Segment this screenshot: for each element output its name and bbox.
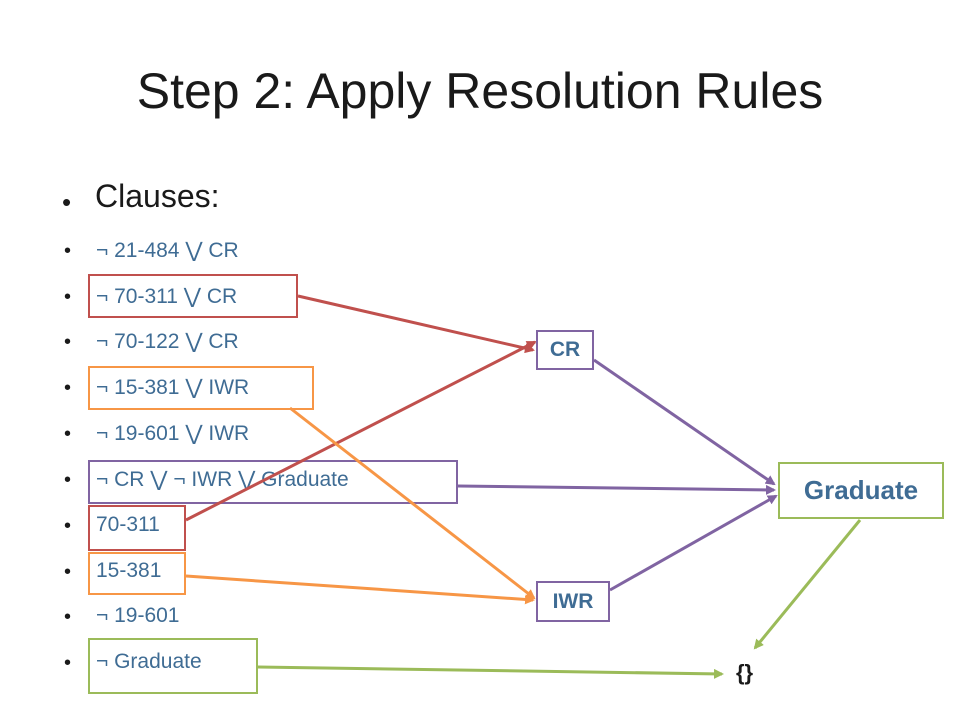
arrow-purple-clause-to-graduate xyxy=(457,484,776,495)
clause-1: ¬ 21-484 ⋁ CR xyxy=(96,239,239,262)
clause-9: ¬ 19-601 xyxy=(96,604,180,627)
arrow-green-graduate-to-empty xyxy=(753,519,862,650)
arrow-orange-fact-to-iwr xyxy=(185,574,535,605)
clause-7: 70-311 xyxy=(96,513,160,536)
clause-2: ¬ 70-311 ⋁ CR xyxy=(96,285,238,308)
graduate-node: Graduate xyxy=(778,462,944,519)
bullet-dot: • xyxy=(64,515,72,537)
page-title: Step 2: Apply Resolution Rules xyxy=(136,63,824,119)
bullet-dot: • xyxy=(64,469,72,491)
cr-node: CR xyxy=(536,330,594,370)
empty-clause-node: {} xyxy=(736,660,754,685)
bullet-dot: • xyxy=(64,423,72,445)
bullet-dot: • xyxy=(64,377,72,399)
clause-3: ¬ 70-122 ⋁ CR xyxy=(96,330,239,353)
clauses-heading: Clauses: xyxy=(95,178,220,214)
bullet-dot: • xyxy=(64,606,72,628)
arrow-red-fact-to-cr xyxy=(185,340,537,522)
clause-4: ¬ 15-381 ⋁ IWR xyxy=(96,376,250,399)
arrow-orange-clause-to-iwr xyxy=(289,406,536,600)
bullet-dot: • xyxy=(64,561,72,583)
bullet-dot: • xyxy=(64,286,72,308)
bullet-dot: • xyxy=(64,240,72,262)
arrow-green-clause-to-empty xyxy=(257,665,724,679)
bullet-dot: • xyxy=(64,331,72,353)
clause-10: ¬ Graduate xyxy=(96,650,202,673)
highlight-box-orange xyxy=(88,366,314,410)
arrow-purple-iwr-to-graduate xyxy=(609,494,778,592)
bullet-dot: • xyxy=(64,652,72,674)
highlight-box-red xyxy=(88,505,186,551)
iwr-node: IWR xyxy=(536,581,610,622)
bullet-dot: • xyxy=(62,187,72,217)
clause-5: ¬ 19-601 ⋁ IWR xyxy=(96,422,250,445)
arrow-red-clause-to-cr xyxy=(297,294,535,354)
highlight-box-green xyxy=(88,638,258,694)
clause-6: ¬ CR ⋁ ¬ IWR ⋁ Graduate xyxy=(96,468,349,491)
arrow-purple-cr-to-graduate xyxy=(593,358,776,486)
clause-8: 15-381 xyxy=(96,559,162,582)
highlight-box-purple xyxy=(88,460,458,504)
highlight-box-orange xyxy=(88,552,186,595)
highlight-box-red xyxy=(88,274,298,318)
